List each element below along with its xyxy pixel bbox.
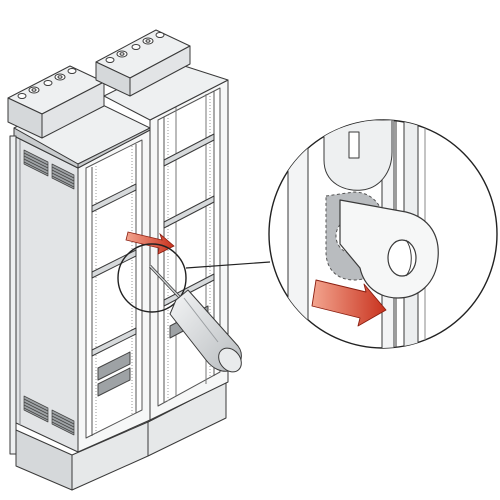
vent-grille-top xyxy=(23,149,75,190)
cabinet-left xyxy=(7,65,151,455)
vent-grille-bottom xyxy=(23,395,75,436)
detail-marker-circle xyxy=(117,243,187,313)
sliding-tab xyxy=(339,199,439,299)
magnified-detail-callout xyxy=(268,119,498,349)
screwdriver-tool xyxy=(148,264,242,373)
callout-leader-line xyxy=(185,261,271,269)
cable-entry-holes xyxy=(17,68,77,99)
cable-entry-holes-right xyxy=(105,32,165,63)
direction-arrow-large xyxy=(311,279,387,327)
direction-arrow-small xyxy=(125,231,175,255)
